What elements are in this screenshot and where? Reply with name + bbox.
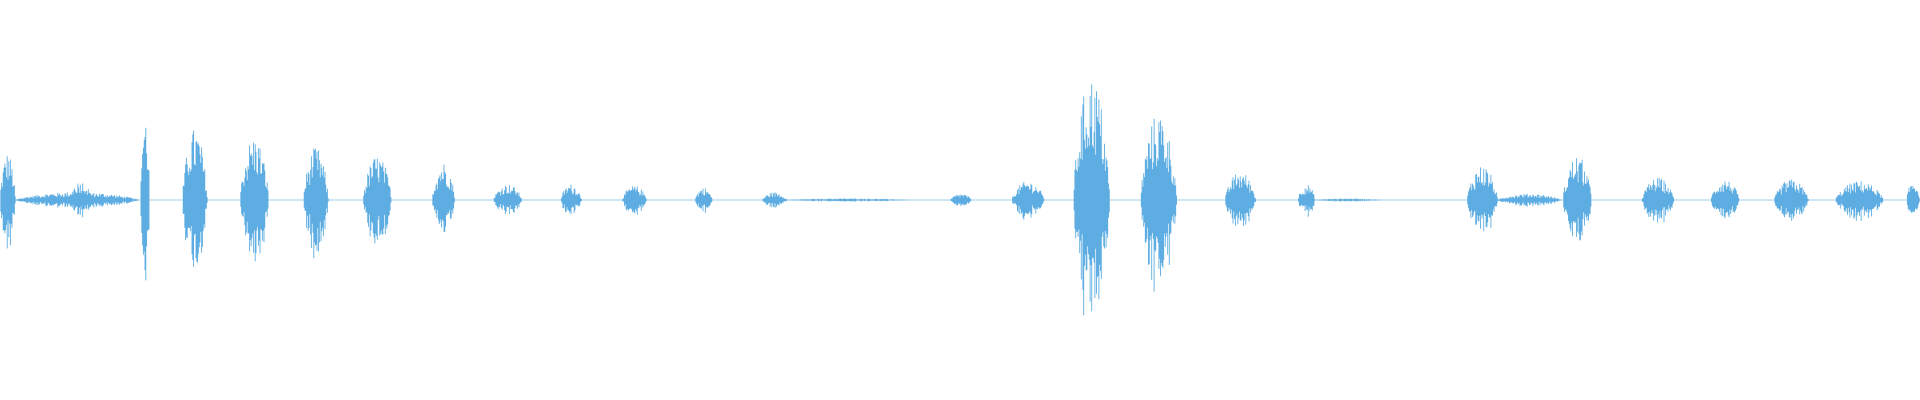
waveform-segment [1225,174,1256,226]
waveform-segment [1073,84,1110,316]
waveform-segment [1467,167,1498,232]
waveform-segment [1315,198,1381,202]
waveform-segment [1012,182,1045,220]
waveform-segment [787,198,908,202]
waveform-segment [695,188,713,213]
waveform-segment [303,148,329,259]
waveform-segment [182,130,208,267]
waveform-segment [1497,193,1562,207]
waveform-segment [1835,181,1884,221]
waveform-segment [1641,178,1675,223]
waveform-segment [1711,181,1740,219]
waveform-segment [1298,185,1316,217]
waveform-segment [622,186,648,215]
waveform-bars [0,84,1920,316]
waveform-segment [432,164,455,232]
waveform-segment [493,185,522,215]
waveform-segment [762,192,788,208]
waveform-segment [0,156,16,249]
waveform-segment [1906,186,1920,213]
waveform-segment [560,184,582,215]
waveform-segment [363,158,392,244]
waveform-segment [240,142,269,262]
waveform-segment [950,194,972,206]
waveform-segment [69,183,92,218]
waveform-segment [1774,179,1809,221]
waveform-segment [140,127,150,281]
waveform-segment [1140,118,1177,292]
waveform-segment [1563,158,1592,241]
